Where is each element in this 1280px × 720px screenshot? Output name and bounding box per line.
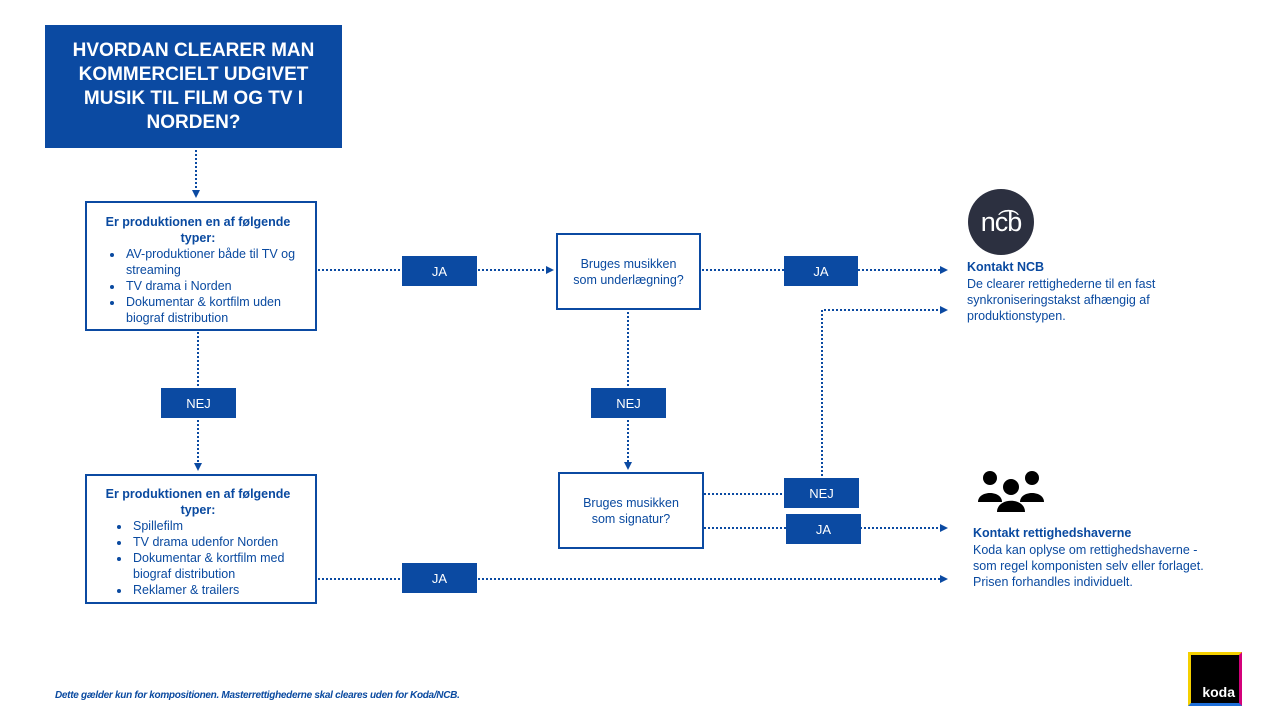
label-ja: JA xyxy=(786,514,861,544)
label-ja: JA xyxy=(402,256,477,286)
signature-question-text: Bruges musikken som signatur? xyxy=(583,495,679,526)
rights-contact-title: Kontakt rettighedshaverne xyxy=(973,526,1132,540)
koda-logo-icon: koda xyxy=(1188,652,1242,706)
label-nej: NEJ xyxy=(161,388,236,418)
ncb-logo-icon: nc͡b xyxy=(968,189,1034,255)
ncb-contact-desc: De clearer rettighederne til en fast syn… xyxy=(967,277,1156,323)
label-nej: NEJ xyxy=(784,478,859,508)
label-nej: NEJ xyxy=(591,388,666,418)
box-a-item: AV-produktioner både til TV og streaming xyxy=(124,246,305,278)
box-b-item: TV drama udenfor Norden xyxy=(131,534,305,550)
box-b-item: Dokumentar & kortfilm med biograf distri… xyxy=(131,550,305,582)
people-group-icon xyxy=(978,471,1044,512)
box-b-item: Reklamer & trailers xyxy=(131,582,305,598)
box-b-heading: Er produktionen en af følgende typer: xyxy=(105,487,291,517)
label-ja: JA xyxy=(402,563,477,593)
koda-logo-text: koda xyxy=(1202,684,1235,700)
footnote: Dette gælder kun for kompositionen. Mast… xyxy=(55,690,460,701)
ncb-contact-title: Kontakt NCB xyxy=(967,260,1045,274)
rights-contact-desc: Koda kan oplyse om rettighedshaverne - s… xyxy=(973,543,1204,589)
page-title-text: HVORDAN CLEARER MAN KOMMERCIELT UDGIVET … xyxy=(72,39,315,133)
label-ja: JA xyxy=(784,256,858,286)
question-box-underlay: Bruges musikken som underlægning? xyxy=(556,233,701,310)
question-box-production-type-a: Er produktionen en af følgende typer: AV… xyxy=(85,201,317,331)
box-a-item: TV drama i Norden xyxy=(124,278,305,294)
box-b-item: Spillefilm xyxy=(131,518,305,534)
box-a-heading: Er produktionen en af følgende typer: xyxy=(105,215,291,245)
box-b-list: Spillefilm TV drama udenfor Norden Dokum… xyxy=(91,518,305,598)
box-a-list: AV-produktioner både til TV og streaming… xyxy=(91,246,305,326)
question-box-production-type-b: Er produktionen en af følgende typer: Sp… xyxy=(85,474,317,604)
arrow-signature-nej-to-ncb xyxy=(704,306,948,495)
underlay-question-text: Bruges musikken som underlægning? xyxy=(573,256,684,287)
box-a-item: Dokumentar & kortfilm uden biograf distr… xyxy=(124,294,305,326)
page-title: HVORDAN CLEARER MAN KOMMERCIELT UDGIVET … xyxy=(45,25,342,148)
ncb-logo-text: nc͡b xyxy=(980,206,1023,237)
question-box-signature: Bruges musikken som signatur? xyxy=(558,472,704,549)
